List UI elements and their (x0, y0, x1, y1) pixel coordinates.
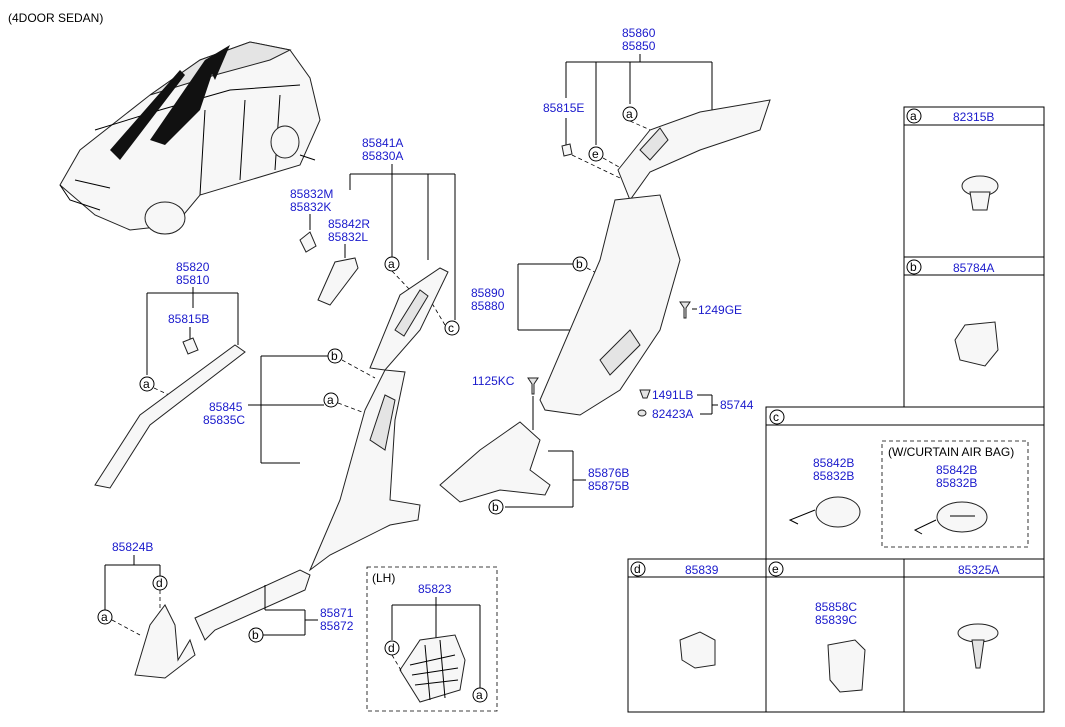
svg-text:c: c (773, 410, 779, 424)
legend-table (627, 106, 1045, 713)
part-number-85744: 85744 (720, 398, 754, 412)
callout-b (488, 499, 504, 515)
legend-callout-a (906, 108, 922, 124)
legend-code-85839C: 85839C (815, 613, 857, 627)
svg-text:a: a (476, 688, 483, 702)
clip-85839-illustration (679, 631, 716, 669)
bolt-1125KC (527, 377, 539, 395)
svg-text:c: c (448, 321, 454, 335)
part-number-1491LB: 1491LB (652, 388, 693, 402)
svg-text:e: e (772, 562, 779, 576)
legend-code-85842B: 85842B (813, 456, 854, 470)
part-number-85810: 85810 (176, 273, 210, 287)
callout-a (323, 392, 339, 408)
part-number-85860: 85860 (622, 26, 656, 40)
diagram-title: (4DOOR SEDAN) (8, 11, 103, 25)
svg-text:a: a (910, 109, 917, 123)
car-illustration (59, 41, 321, 235)
front-pillar-trim-85820 (94, 344, 246, 489)
part-number-85815E: 85815E (543, 101, 584, 115)
part-number-85824B: 85824B (112, 540, 153, 554)
part-number-85832L: 85832L (328, 230, 368, 244)
bracket-85832M (299, 231, 317, 253)
part-number-1249GE: 1249GE (698, 303, 742, 317)
screw-1249GE (679, 301, 691, 319)
legend-code-85858C: 85858C (815, 600, 857, 614)
svg-text:d: d (634, 562, 641, 576)
svg-text:b: b (252, 628, 259, 642)
legend-code-85839: 85839 (685, 563, 719, 577)
svg-text:b: b (576, 257, 583, 271)
part-number-85880: 85880 (471, 299, 505, 313)
airbag-cap-illustration (913, 501, 988, 535)
cover-85842R (317, 257, 359, 306)
part-number-1125KC: 1125KC (472, 374, 515, 388)
part-number-85820: 85820 (176, 260, 210, 274)
part-number-85841A: 85841A (362, 136, 403, 150)
screw-85325A-illustration (957, 623, 999, 669)
svg-text:b: b (492, 500, 499, 514)
curtain-airbag-label: (W/CURTAIN AIR BAG) (888, 445, 1014, 459)
svg-text:a: a (626, 107, 633, 121)
part-number-85876B: 85876B (588, 466, 629, 480)
lower-trim-85824B (134, 604, 196, 679)
clip-85815E (561, 143, 573, 157)
callout-a (472, 687, 488, 703)
part-number-82423A: 82423A (652, 407, 693, 421)
clip-85784A-illustration (954, 321, 999, 367)
part-number-85835C: 85835C (203, 413, 245, 427)
callout-a (139, 376, 155, 392)
lh-detail-box (366, 566, 498, 712)
legend-code-85842B-airbag: 85842B (936, 463, 977, 477)
part-number-85842R: 85842R (328, 217, 370, 231)
legend-callout-e (768, 561, 784, 577)
scuff-plate-85871 (194, 569, 311, 641)
center-pillar-trim-85845 (308, 369, 421, 572)
lh-label: (LH) (372, 571, 395, 585)
legend-code-85325A: 85325A (958, 563, 999, 577)
rear-pillar-lower-trim-85890 (539, 194, 681, 416)
svg-text:a: a (327, 393, 334, 407)
callout-e (588, 146, 604, 162)
part-number-85890: 85890 (471, 286, 505, 300)
part-number-85845: 85845 (209, 400, 243, 414)
part-number-85850: 85850 (622, 39, 656, 53)
legend-code-85832B: 85832B (813, 469, 854, 483)
legend-callout-d (630, 561, 646, 577)
svg-text:a: a (143, 377, 150, 391)
legend-code-85832B-airbag: 85832B (936, 476, 977, 490)
svg-text:d: d (388, 641, 395, 655)
clip-85858C-illustration (827, 639, 866, 693)
svg-text:e: e (592, 147, 599, 161)
legend-code-85784A: 85784A (953, 261, 994, 275)
legend-callout-b (906, 259, 922, 275)
part-number-85815B: 85815B (168, 312, 209, 326)
part-number-85832M: 85832M (290, 187, 333, 201)
grommet-82423A (637, 409, 647, 417)
clip-1491LB (639, 389, 651, 399)
part-number-85875B: 85875B (588, 479, 629, 493)
svg-text:d: d (156, 576, 163, 590)
svg-text:b: b (910, 260, 917, 274)
part-number-85872: 85872 (320, 619, 354, 633)
legend-callout-c (769, 409, 785, 425)
callout-a (97, 609, 113, 625)
callout-b (248, 627, 264, 643)
rear-pillar-upper-trim (617, 99, 771, 202)
legend-code-82315B: 82315B (953, 110, 994, 124)
rear-quarter-trim-85876B (439, 421, 551, 503)
clip-85815B (182, 337, 199, 355)
callout-c (444, 320, 460, 336)
cap-85842B-illustration (788, 496, 861, 528)
part-number-85871: 85871 (320, 606, 354, 620)
part-number-85832K: 85832K (290, 200, 331, 214)
push-clip-82315B-illustration (961, 175, 999, 211)
part-number-85830A: 85830A (362, 149, 403, 163)
svg-text:a: a (101, 610, 108, 624)
svg-text:a: a (388, 257, 395, 271)
part-number-85823: 85823 (418, 582, 452, 596)
svg-text:b: b (331, 349, 338, 363)
